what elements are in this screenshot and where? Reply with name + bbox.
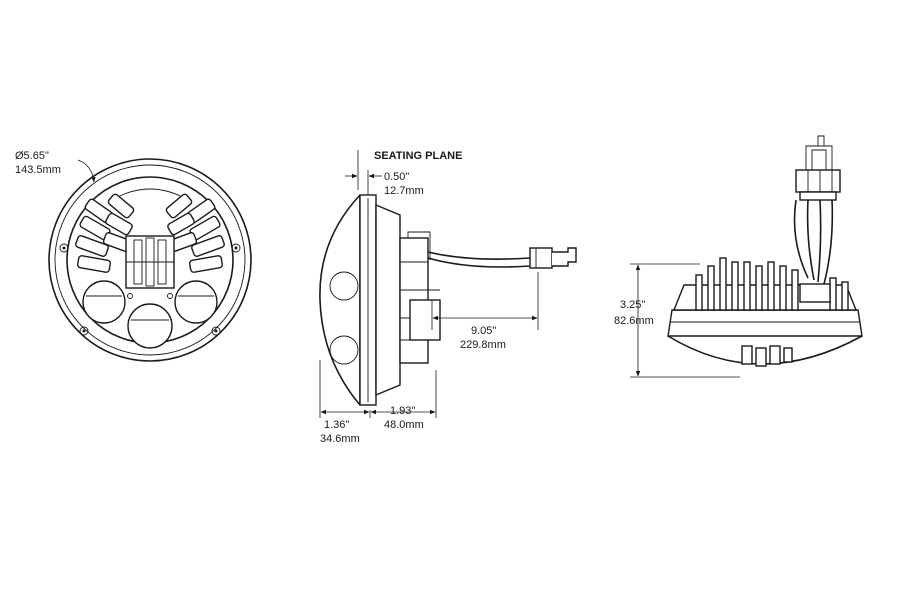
cable-upper bbox=[427, 251, 531, 260]
top-view: 3.25" 82.6mm bbox=[614, 135, 863, 378]
diameter-leader bbox=[77, 159, 96, 183]
lens-dome bbox=[319, 194, 361, 406]
cable-mm-label: 229.8mm bbox=[460, 339, 506, 351]
reflector-upper bbox=[329, 271, 359, 301]
top-bezel-band bbox=[667, 309, 863, 337]
front-view: Ø5.65" 143.5mm bbox=[15, 150, 252, 362]
top-lens-bumps bbox=[741, 345, 793, 367]
housing-body bbox=[375, 203, 401, 397]
top-connector bbox=[795, 135, 841, 201]
diameter-mm-label: 143.5mm bbox=[15, 164, 61, 176]
side-view: SEATING PLANE 0.50" 12.7mm 9.05" 229.8mm… bbox=[319, 150, 577, 445]
reflector-lower bbox=[329, 335, 359, 365]
upper-reflector-arc bbox=[111, 188, 189, 201]
center-led-module bbox=[125, 235, 175, 289]
top-cooling-fins bbox=[695, 257, 849, 311]
cable-lower bbox=[427, 257, 531, 268]
bezel-inner-ring bbox=[54, 164, 246, 356]
offset-inch-label: 0.50" bbox=[384, 171, 409, 183]
right-led-fins bbox=[165, 193, 225, 273]
rear-heatsink bbox=[399, 231, 441, 364]
lens-depth-inch-label: 1.36" bbox=[324, 419, 349, 431]
height-inch-label: 3.25" bbox=[620, 299, 645, 311]
mounting-screws bbox=[59, 243, 241, 336]
body-depth-mm-label: 48.0mm bbox=[384, 419, 424, 431]
seating-plane-label: SEATING PLANE bbox=[374, 150, 462, 162]
body-depth-inch-label: 1.93" bbox=[390, 405, 415, 417]
diameter-inch-label: Ø5.65" bbox=[15, 150, 49, 162]
lens-depth-mm-label: 34.6mm bbox=[320, 433, 360, 445]
offset-mm-label: 12.7mm bbox=[384, 185, 424, 197]
cable-inch-label: 9.05" bbox=[471, 325, 496, 337]
height-mm-label: 82.6mm bbox=[614, 315, 654, 327]
left-led-fins bbox=[75, 193, 135, 273]
outer-bezel-ring bbox=[48, 158, 252, 362]
top-wire-bundle bbox=[793, 199, 834, 303]
cable-connector bbox=[529, 247, 577, 269]
projector-lenses bbox=[82, 280, 218, 349]
